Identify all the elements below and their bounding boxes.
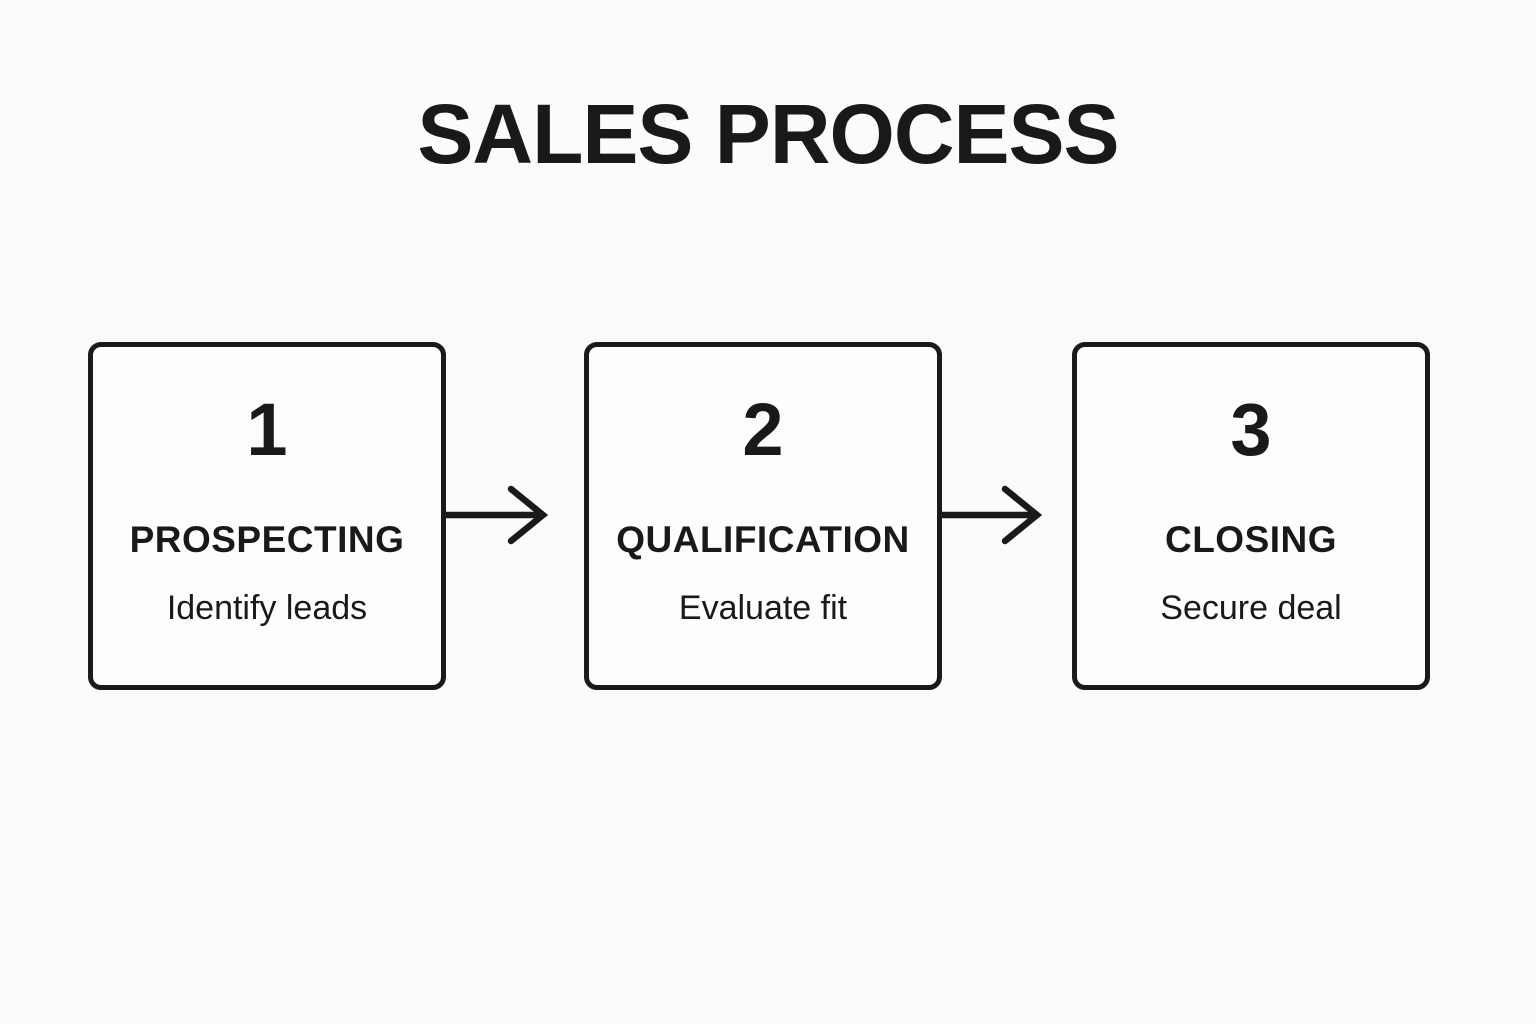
step-label: QUALIFICATION [616,519,910,560]
page-title: SALES PROCESS [417,87,1119,181]
step-label: PROSPECTING [129,519,405,560]
step-label: CLOSING [1164,519,1338,560]
step-number: 2 [742,388,784,471]
step-box-prospecting: 1 PROSPECTING Identify leads [88,342,446,690]
arrow-right-icon [444,479,568,551]
step-number: 3 [1230,388,1272,471]
step-description: Evaluate fit [678,588,848,627]
step-number: 1 [246,388,288,471]
step-box-closing: 3 CLOSING Secure deal [1072,342,1430,690]
arrow-right-icon [938,479,1062,551]
step-description: Identify leads [166,588,368,627]
step-box-qualification: 2 QUALIFICATION Evaluate fit [584,342,942,690]
step-description: Secure deal [1160,588,1342,627]
